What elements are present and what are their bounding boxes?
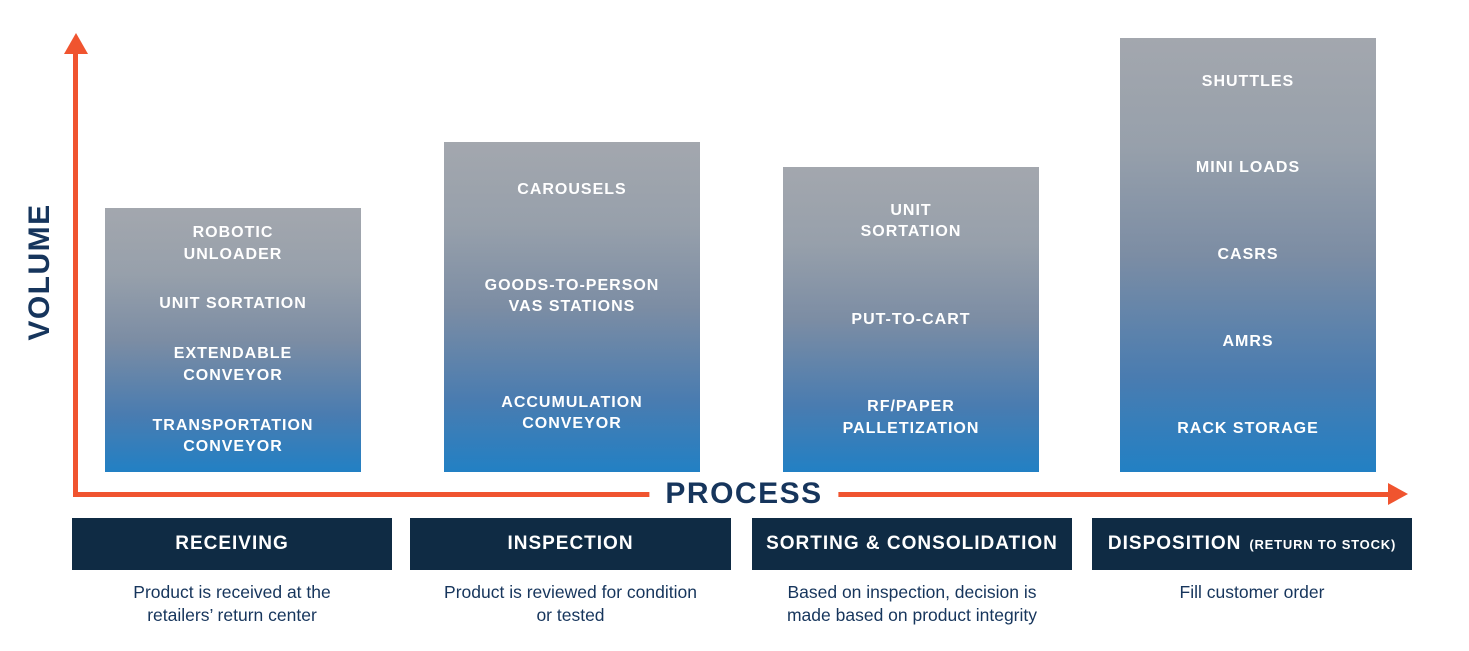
stage-label: INSPECTION [507, 533, 634, 554]
bar-item-label: UNIT SORTATION [860, 201, 962, 241]
bar-item-label: AMRS [1222, 332, 1274, 350]
stage-label-note: (RETURN TO STOCK) [1249, 536, 1397, 552]
stage-label: SORTING & CONSOLIDATION [766, 533, 1058, 554]
bar-sorting-consolidation: UNIT SORTATION PUT-TO-CART RF/PAPER PALL… [783, 167, 1039, 472]
stage-description: Fill customer order [1179, 582, 1325, 602]
bar-item-label: TRANSPORTATION CONVEYOR [152, 416, 314, 456]
bar-inspection: CAROUSELS GOODS-TO-PERSON VAS STATIONS A… [444, 142, 700, 472]
bar-item-label: UNIT SORTATION [159, 295, 307, 313]
bar-item-label: CASRS [1217, 246, 1279, 264]
y-axis-line [73, 50, 78, 497]
stage-description: Product is reviewed for condition or tes… [444, 582, 697, 625]
bar-item-label: EXTENDABLE CONVEYOR [173, 345, 293, 384]
stage-label: RECEIVING [175, 533, 289, 554]
bar-item-label: SHUTTLES [1201, 72, 1295, 90]
bar-item-label: CAROUSELS [517, 181, 627, 198]
stage-label: DISPOSITION [1107, 533, 1242, 554]
bar-item-label: ROBOTIC UNLOADER [183, 224, 283, 263]
x-axis-label: PROCESS [649, 477, 839, 511]
y-axis-arrowhead-icon [64, 33, 88, 54]
bar-receiving: ROBOTIC UNLOADER UNIT SORTATION EXTENDAB… [105, 208, 361, 472]
stage-box-sorting-consolidation: SORTING & CONSOLIDATION [752, 518, 1072, 570]
stage-box-receiving: RECEIVING [72, 518, 392, 570]
stage-description: Based on inspection, decision is made ba… [786, 582, 1038, 625]
bar-item-label: RACK STORAGE [1177, 419, 1319, 437]
bar-item-label: ACCUMULATION CONVEYOR [501, 393, 643, 433]
stage-box-inspection: INSPECTION [410, 518, 731, 570]
stage-box-disposition: DISPOSITION (RETURN TO STOCK) [1092, 518, 1412, 570]
bar-item-label: MINI LOADS [1195, 159, 1301, 177]
x-axis-arrowhead-icon [1388, 483, 1408, 505]
y-axis-label: VOLUME [23, 203, 56, 341]
bar-disposition: SHUTTLES MINI LOADS CASRS AMRS RACK STOR… [1120, 38, 1376, 472]
bar-item-label: PUT-TO-CART [851, 310, 971, 328]
stage-description: Product is received at the retailers’ re… [133, 582, 331, 625]
bar-item-label: RF/PAPER PALLETIZATION [842, 397, 980, 437]
bar-item-label: GOODS-TO-PERSON VAS STATIONS [484, 276, 660, 316]
